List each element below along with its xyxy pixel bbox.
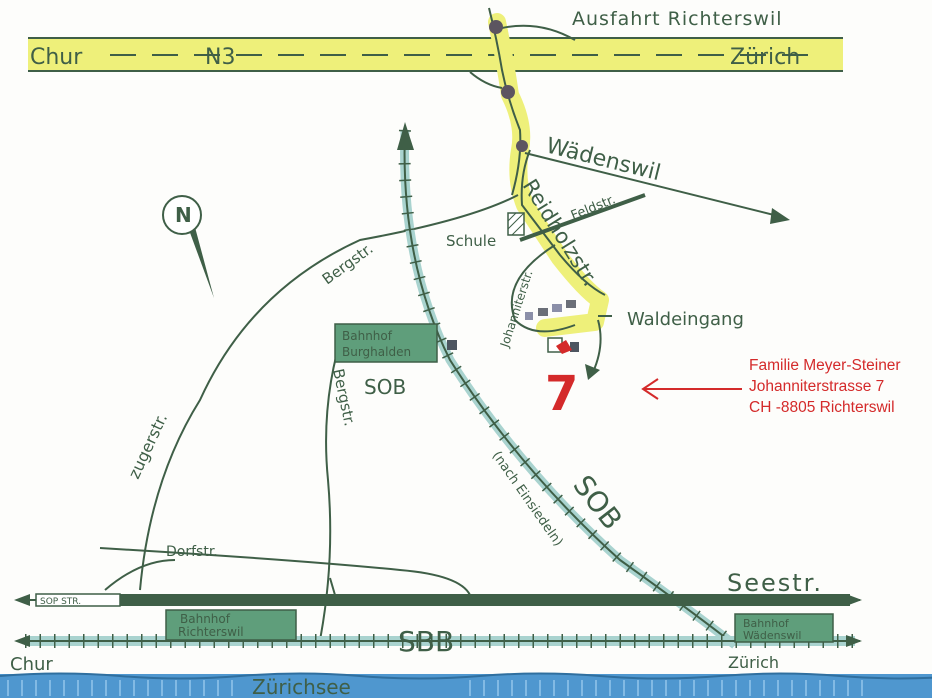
label-johanniterstr: Johanniterstr.: [497, 269, 535, 350]
compass-icon: N: [162, 195, 214, 298]
address-block: Familie Meyer-Steiner Johanniterstrasse …: [749, 355, 901, 418]
road-johanniterstr: [510, 244, 602, 373]
compass-north-label: N: [175, 203, 192, 227]
rail-sbb: [14, 634, 862, 648]
label-sop-str: SOP STR.: [40, 597, 81, 607]
label-bahnhof-waedenswil-1: Bahnhof: [743, 617, 790, 630]
house-marker: [556, 340, 572, 354]
label-zurich-top: Zürich: [730, 45, 800, 70]
lake-zurichsee: [0, 672, 932, 698]
road-exit-loop: [469, 24, 576, 89]
road-seestr: [14, 593, 862, 607]
road-reidholzstr: [488, 7, 606, 296]
label-waedenswil: Wädenswil: [544, 134, 664, 187]
road-dorfstr: [99, 547, 471, 596]
station-richterswil: [165, 609, 297, 641]
address-arrow: [641, 378, 742, 400]
address-name: Familie Meyer-Steiner: [749, 357, 901, 374]
label-waldeingang: Waldeingang: [627, 309, 744, 330]
label-bahnhof-richterswil-2: Richterswil: [178, 625, 244, 639]
road-bergstr: [139, 194, 519, 591]
label-sob-station: SOB: [364, 375, 406, 399]
station-burghalden: [334, 323, 438, 363]
exit-markers: [489, 20, 528, 152]
label-bahnhof-burghalden-1: Bahnhof: [342, 329, 393, 343]
label-zurich-bottom: Zürich: [728, 653, 779, 672]
label-bahnhof-waedenswil-2: Wädenswil: [743, 629, 801, 642]
label-n3: N3: [205, 45, 235, 70]
label-house-number: 7: [545, 366, 578, 422]
label-bahnhof-burghalden-2: Burghalden: [342, 345, 411, 359]
label-dorfstr: Dorfstr.: [166, 544, 218, 560]
label-zurichsee: Zürichsee: [252, 675, 351, 698]
road-bergstr-lower: [319, 324, 346, 641]
road-feldstr: [519, 193, 646, 242]
road-waedenswil: [524, 152, 790, 224]
label-sbb: SBB: [398, 625, 454, 658]
school-hatch: [507, 212, 525, 236]
label-schule: Schule: [446, 232, 496, 250]
address-city: CH -8805 Richterswil: [749, 399, 895, 416]
label-seestr: Seestr.: [727, 569, 823, 597]
label-zugerstr: zugerstr.: [124, 410, 171, 481]
label-bahnhof-richterswil-1: Bahnhof: [180, 612, 231, 626]
label-chur-top: Chur: [30, 45, 83, 70]
label-sob-line: SOB: [566, 469, 628, 536]
highway-n3: [28, 37, 843, 72]
address-street: Johanniterstrasse 7: [749, 378, 885, 395]
label-bergstr-lower: Bergstr.: [329, 367, 359, 428]
arrow-waldeingang: [585, 364, 600, 380]
label-feldstr: Feldstr.: [569, 192, 618, 223]
station-marker-burghalden: [447, 340, 457, 350]
label-ausfahrt: Ausfahrt Richterswil: [572, 8, 783, 30]
label-chur-bottom: Chur: [10, 654, 53, 675]
station-waedenswil: [734, 613, 834, 643]
